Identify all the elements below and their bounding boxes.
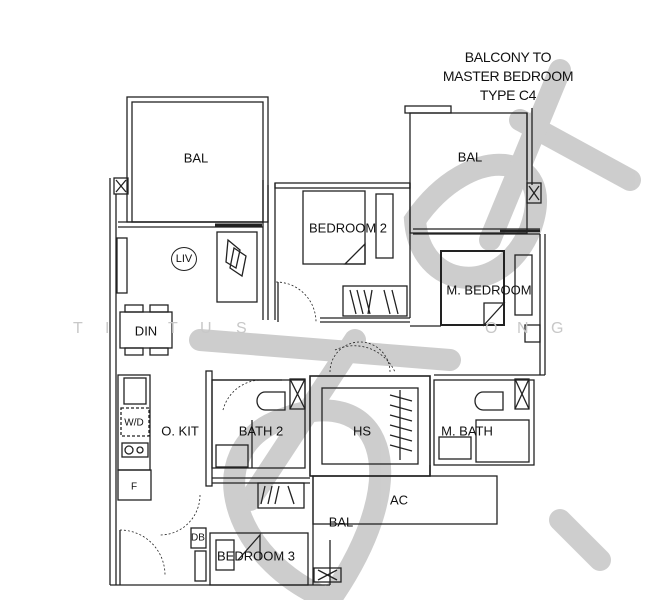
watermark-letter: U bbox=[200, 320, 212, 337]
room-label-ac: AC bbox=[389, 492, 409, 508]
room-label-hs: HS bbox=[352, 423, 372, 439]
room-label-db: DB bbox=[191, 532, 205, 544]
watermark-letter: T bbox=[168, 320, 178, 337]
watermark-letter: S bbox=[236, 320, 247, 337]
watermark-logo bbox=[189, 59, 641, 600]
room-label-wd: W/D bbox=[124, 417, 144, 429]
room-label-din: DIN bbox=[134, 323, 158, 339]
room-label-master-bath: M. BATH bbox=[441, 423, 493, 439]
room-label-open-kitchen: O. KIT bbox=[161, 423, 199, 439]
room-label-bal-bottom: BAL bbox=[328, 514, 354, 530]
watermark-letter: G bbox=[551, 320, 564, 337]
room-label-bedroom2: BEDROOM 2 bbox=[308, 220, 388, 236]
plan-title: BALCONY TO MASTER BEDROOM TYPE C4 bbox=[431, 48, 585, 105]
room-label-bedroom3: BEDROOM 3 bbox=[216, 548, 296, 564]
room-label-bal-right: BAL bbox=[457, 149, 483, 165]
room-label-bal-left: BAL bbox=[183, 150, 209, 166]
plan-title-line2: MASTER BEDROOM TYPE C4 bbox=[442, 68, 574, 103]
room-label-fridge: F bbox=[130, 481, 138, 493]
watermark-letter: O bbox=[485, 320, 498, 337]
watermark-letter: N bbox=[517, 320, 529, 337]
watermark-letter: I bbox=[105, 320, 110, 337]
room-label-liv: LIV bbox=[171, 247, 197, 271]
watermark-letter: T bbox=[73, 320, 83, 337]
plan-title-line1: BALCONY TO bbox=[464, 49, 552, 65]
room-label-master-bedroom: M. BEDROOM bbox=[446, 282, 532, 298]
room-label-bath2: BATH 2 bbox=[238, 423, 284, 439]
